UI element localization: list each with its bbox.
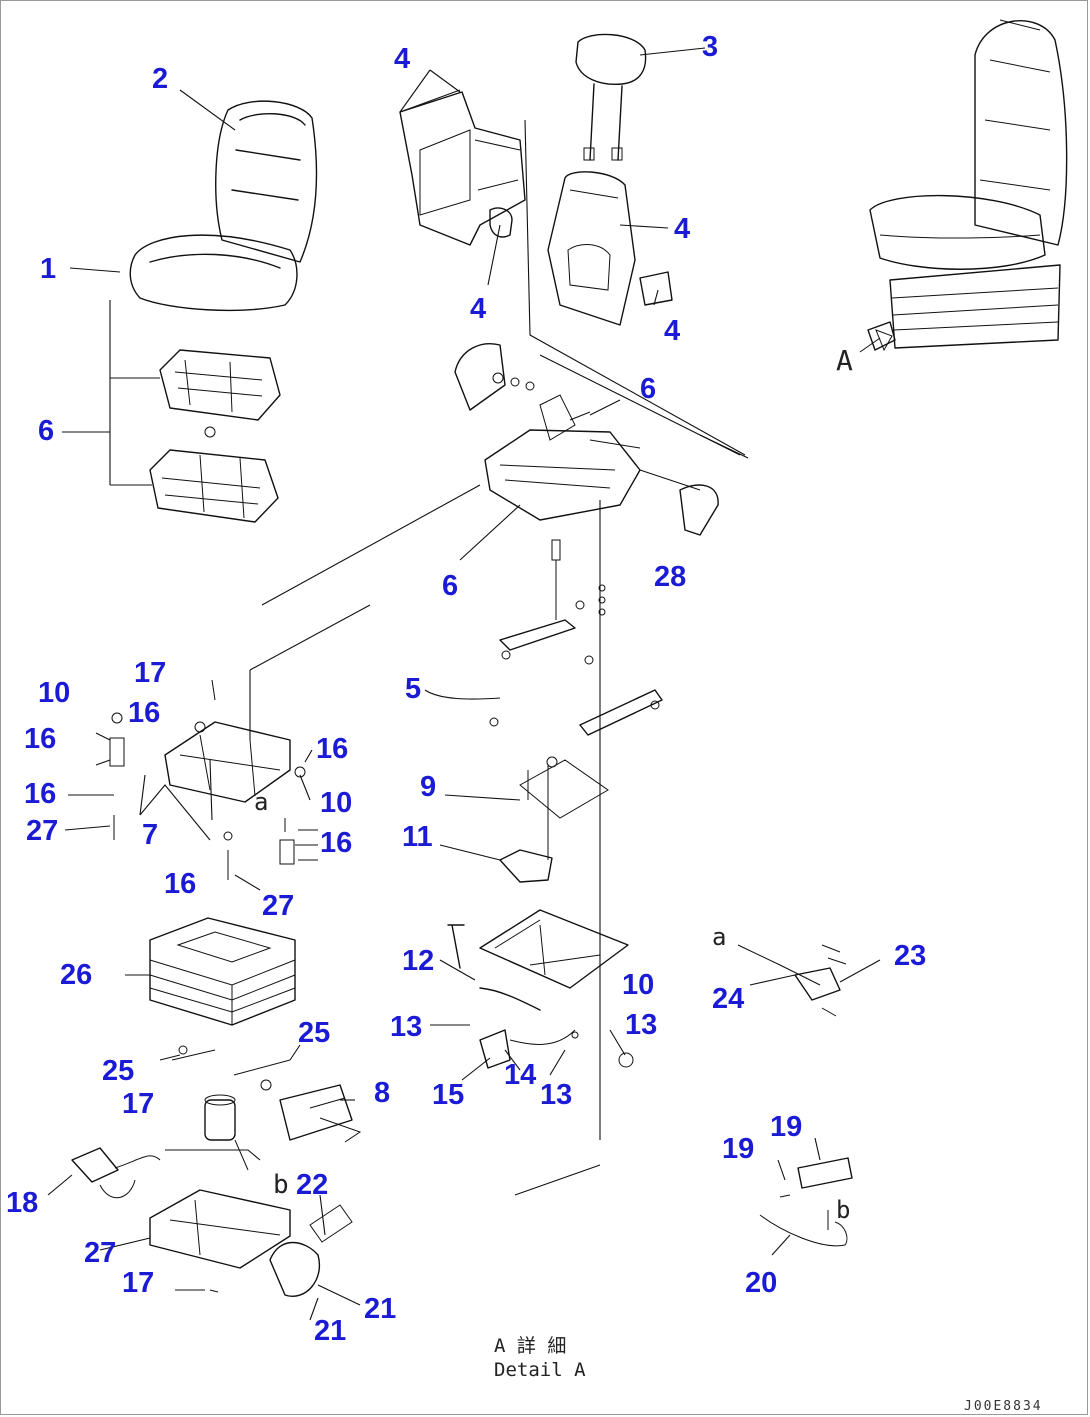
detail-caption-en: Detail A — [494, 1359, 586, 1381]
callout-10: 10 — [622, 969, 654, 1001]
callout-20: 20 — [745, 1267, 777, 1299]
callout-4: 4 — [470, 293, 486, 325]
callout-17: 17 — [134, 657, 166, 689]
callout-16: 16 — [316, 733, 348, 765]
callout-22: 22 — [296, 1169, 328, 1201]
callout-13: 13 — [540, 1079, 572, 1111]
callout-16: 16 — [24, 778, 56, 810]
callout-13: 13 — [625, 1009, 657, 1041]
callout-5: 5 — [405, 673, 421, 705]
callout-6: 6 — [38, 415, 54, 447]
harness-right — [759, 1157, 853, 1247]
callout-27: 27 — [26, 815, 58, 847]
callout-15: 15 — [432, 1079, 464, 1111]
callout-12: 12 — [402, 945, 434, 977]
callout-1: 1 — [40, 253, 56, 285]
base-assembly — [71, 1147, 353, 1297]
plates — [499, 756, 609, 883]
lower-frame-center — [447, 909, 634, 1069]
slide-rails — [489, 539, 663, 736]
callout-19: 19 — [722, 1133, 754, 1165]
callout-4: 4 — [394, 43, 410, 75]
callout-3: 3 — [702, 31, 718, 63]
callout-labels: 1 2 3 4 4 4 4 4 5 6 6 6 6 7 8 9 10 10 10… — [6, 31, 926, 1347]
backrest-panels — [399, 91, 673, 326]
callout-27: 27 — [262, 890, 294, 922]
callout-27: 27 — [84, 1237, 116, 1269]
callout-10: 10 — [320, 787, 352, 819]
callout-19: 19 — [770, 1111, 802, 1143]
ref-letter-a: a — [254, 788, 268, 816]
callout-23: 23 — [894, 940, 926, 972]
ref-letter-b: b — [273, 1170, 289, 1200]
part-drawings — [71, 19, 1068, 1297]
callout-14: 14 — [504, 1059, 536, 1091]
view-label-a: A — [836, 344, 853, 377]
view-arrow — [859, 329, 893, 353]
callout-24: 24 — [712, 983, 744, 1015]
callout-17: 17 — [122, 1267, 154, 1299]
callout-7: 7 — [142, 819, 158, 851]
suspension-bellows — [149, 917, 296, 1026]
callout-28: 28 — [654, 561, 686, 593]
callout-21: 21 — [314, 1315, 346, 1347]
callout-16: 16 — [24, 723, 56, 755]
callout-6: 6 — [640, 373, 656, 405]
callout-26: 26 — [60, 959, 92, 991]
suspension-parts — [171, 1045, 362, 1171]
callout-8: 8 — [374, 1077, 390, 1109]
ref-letter-a: a — [712, 923, 726, 951]
cushion-frames-left — [149, 349, 281, 523]
callout-25: 25 — [298, 1017, 330, 1049]
cable-right — [737, 944, 847, 1017]
detail-caption-jp: A 詳 細 — [494, 1335, 566, 1357]
callout-10: 10 — [38, 677, 70, 709]
callout-13: 13 — [390, 1011, 422, 1043]
callout-9: 9 — [420, 771, 436, 803]
callout-6: 6 — [442, 570, 458, 602]
callout-21: 21 — [364, 1293, 396, 1325]
leader-lines — [47, 47, 881, 1321]
drawing-code: J00E8834 — [964, 1399, 1043, 1414]
callout-25: 25 — [102, 1055, 134, 1087]
callout-18: 18 — [6, 1187, 38, 1219]
seat-assembly-drawing — [129, 100, 318, 312]
slide-frame-left — [109, 679, 306, 880]
callout-16: 16 — [164, 868, 196, 900]
reference-notes: A a a b b A 詳 細 Detail A J00E8834 — [254, 329, 1043, 1414]
headrest-drawing — [575, 33, 647, 161]
ref-letter-b: b — [836, 1196, 850, 1224]
callout-2: 2 — [152, 63, 168, 95]
assembled-seat — [867, 19, 1068, 351]
callout-11: 11 — [402, 821, 433, 853]
callout-4: 4 — [664, 315, 680, 347]
recliner-mechanism — [454, 343, 719, 536]
callout-4: 4 — [674, 213, 690, 245]
callout-16: 16 — [128, 697, 160, 729]
callout-16: 16 — [320, 827, 352, 859]
callout-17: 17 — [122, 1088, 154, 1120]
